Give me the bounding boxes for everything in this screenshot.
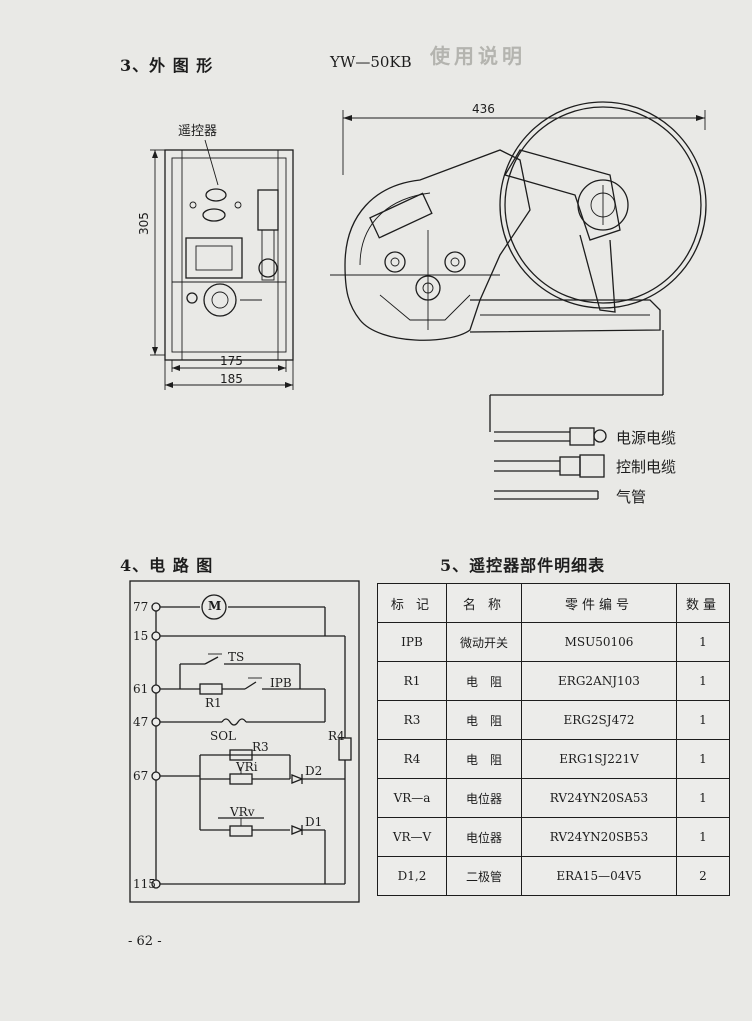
terminal-15: 15 [133,629,149,643]
side-view-drawing [330,101,707,500]
cell-name: 微动开关 [446,622,522,662]
cell-tag: IPB [377,622,447,662]
header-tag: 标 记 [377,583,447,623]
dimension-height: 305 [137,212,151,235]
front-view-drawing [150,139,294,390]
cell-quantity: 1 [676,778,730,818]
cell-part-number: MSU50106 [521,622,677,662]
section5-title: 5、遥控器部件明细表 [440,556,606,575]
cell-name: 电 阻 [446,739,522,779]
vrv-label: VRv [230,805,255,819]
cell-tag: R1 [377,661,447,701]
terminal-61: 61 [133,682,149,696]
header-part-number: 零件编号 [521,583,677,623]
terminal-115: 115 [133,877,156,891]
air-hose-label: 气管 [616,488,647,506]
cell-name: 电 阻 [446,700,522,740]
sol-label: SOL [210,729,237,743]
r3-label: R3 [252,740,269,754]
cell-name: 电 阻 [446,661,522,701]
cell-part-number: ERG2ANJ103 [521,661,677,701]
cell-quantity: 1 [676,739,730,779]
ts-label: TS [228,650,245,664]
cell-quantity: 1 [676,817,730,857]
cell-tag: VR—a [377,778,447,818]
remote-controller-label: 遥控器 [178,124,218,139]
dimension-width-inner: 175 [220,354,243,368]
parts-table: 标 记 名 称 零件编号 数量 IPB 微动开关 MSU50106 1 R1 电… [377,583,730,896]
header-name: 名 称 [446,583,522,623]
cell-name: 二极管 [446,856,522,896]
r4-label: R4 [328,729,345,743]
terminal-47: 47 [133,715,149,729]
vri-label: VRi [236,760,258,774]
section3-title: 3、外 图 形 [120,56,214,75]
cell-name: 电位器 [446,817,522,857]
d1-label: D1 [305,815,323,829]
terminal-67: 67 [133,769,149,783]
cell-part-number: ERA15—04V5 [521,856,677,896]
motor-label: M [208,599,222,613]
cell-part-number: RV24YN20SA53 [521,778,677,818]
table-row: D1,2 二极管 ERA15—04V5 2 [377,856,730,896]
power-cable-label: 电源电缆 [616,429,677,447]
cell-part-number: RV24YN20SB53 [521,817,677,857]
page-number: - 62 - [128,934,162,949]
model-number: YW—50KB [330,53,412,71]
d2-label: D2 [305,764,323,778]
cell-tag: VR—V [377,817,447,857]
table-header-row: 标 记 名 称 零件编号 数量 [377,583,730,623]
table-row: R1 电 阻 ERG2ANJ103 1 [377,661,730,701]
cell-quantity: 1 [676,700,730,740]
table-row: VR—a 电位器 RV24YN20SA53 1 [377,778,730,818]
terminal-77: 77 [133,600,149,614]
cell-part-number: ERG2SJ472 [521,700,677,740]
table-row: IPB 微动开关 MSU50106 1 [377,622,730,662]
cell-name: 电位器 [446,778,522,818]
cell-part-number: ERG1SJ221V [521,739,677,779]
section4-title: 4、电 路 图 [120,556,214,575]
cell-tag: R4 [377,739,447,779]
cell-quantity: 1 [676,622,730,662]
bleed-through-text: 使用说明 [430,44,526,68]
ipb-label: IPB [270,676,292,690]
circuit-diagram [129,580,360,903]
cell-tag: R3 [377,700,447,740]
header-quantity: 数量 [676,583,730,623]
table-row: R4 电 阻 ERG1SJ221V 1 [377,739,730,779]
cell-quantity: 1 [676,661,730,701]
cell-quantity: 2 [676,856,730,896]
table-row: R3 电 阻 ERG2SJ472 1 [377,700,730,740]
dimension-length: 436 [472,102,495,116]
control-cable-label: 控制电缆 [616,458,677,476]
r1-label: R1 [205,696,222,710]
table-row: VR—V 电位器 RV24YN20SB53 1 [377,817,730,857]
cell-tag: D1,2 [377,856,447,896]
dimension-width-outer: 185 [220,372,243,386]
